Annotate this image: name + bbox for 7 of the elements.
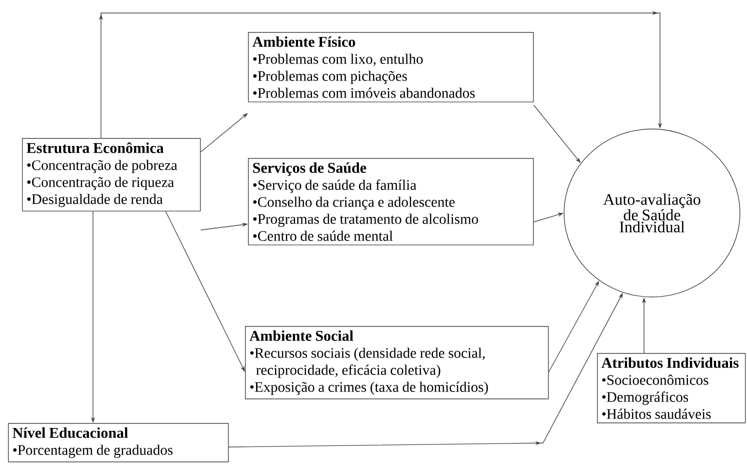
factor-box: Ambiente Físico •Problemas com lixo, entulho •Problemas com pichações •Problemas com imóveis abandonados	[248, 32, 534, 102]
factor-box: Ambiente Social •Recursos sociais (densidade rede social, reciprocidade, eficácia coletiva) •Exposição a crimes (taxa de homicídios)	[245, 326, 549, 400]
arrow	[98, 10, 662, 138]
factor-box: Serviços de Saúde •Serviço de saúde da família •Conselho da criança e adolescente •Programas de tratamento de alcolismo •Centro de saúde mental	[248, 158, 534, 246]
factor-box: Nível Educacional •Porcentagem de graduados	[8, 423, 229, 462]
factor-box: Atributos Individuais •Socioeconômicos •Demográficos •Hábitos saudáveis	[597, 353, 746, 424]
factor-box: Estrutura Econômica •Concentração de pobreza •Concentração de riqueza •Desigualdade de renda	[22, 138, 201, 212]
